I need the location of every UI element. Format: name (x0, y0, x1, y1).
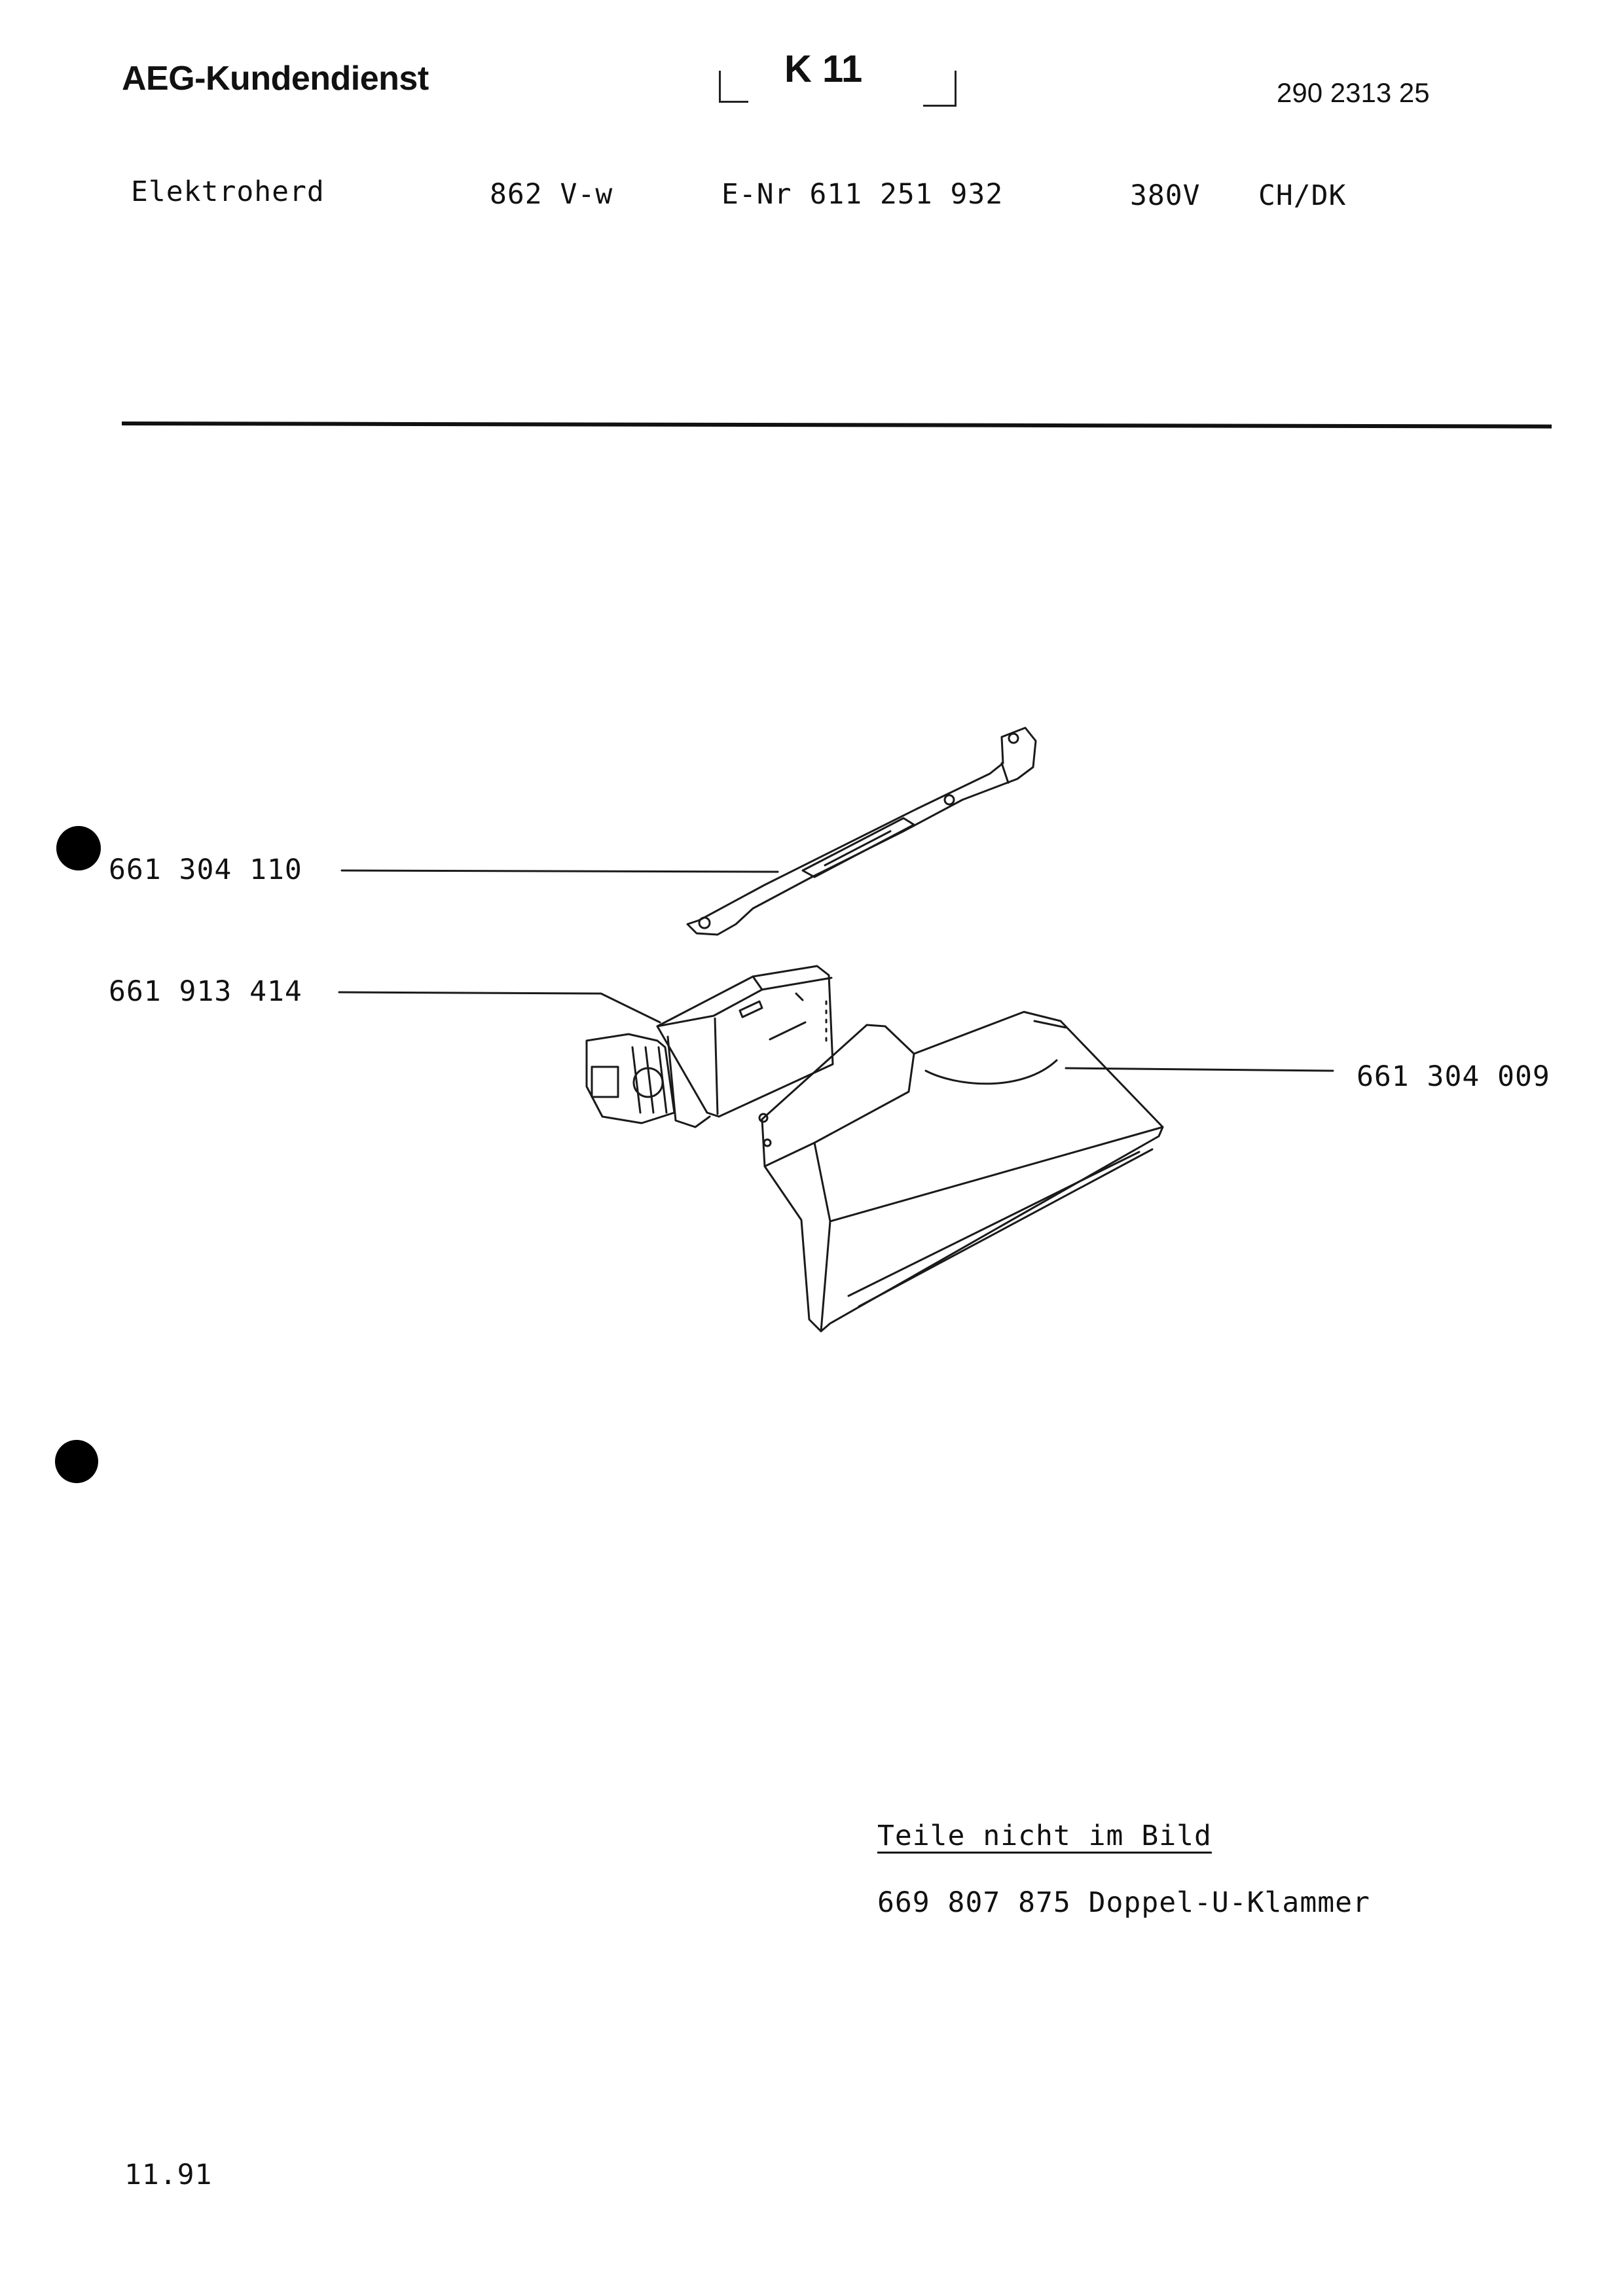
brand-title: AEG-Kundendienst (122, 60, 429, 98)
appliance-voltage: 380V (1130, 179, 1201, 212)
not-in-picture-item: 669 807 875 Doppel-U-Klammer (877, 1886, 1370, 1919)
bullet-dot (55, 1440, 98, 1483)
fan-motor-drawing (585, 965, 834, 1128)
bracket-left (719, 71, 748, 103)
appliance-model: 862 V-w (490, 178, 613, 211)
leader-line (338, 991, 661, 1024)
leader-line (1065, 1067, 1334, 1072)
appliance-type: Elektroherd (131, 175, 325, 208)
appliance-e-nr: E-Nr 611 251 932 (721, 178, 1004, 211)
duct-cover-drawing (758, 1011, 1164, 1333)
part-number-label: 661 304 110 (109, 853, 302, 886)
part-number-label: 661 913 414 (109, 975, 302, 1008)
leader-line (340, 869, 779, 873)
appliance-countries: CH/DK (1258, 179, 1347, 212)
document-number: 290 2313 25 (1277, 77, 1430, 108)
part-number-label: 661 304 009 (1357, 1060, 1550, 1093)
bracket-right (923, 71, 957, 107)
bullet-dot (56, 826, 101, 870)
sheet-code: K 11 (784, 48, 863, 90)
footer-date: 11.91 (124, 2159, 213, 2191)
not-in-picture-heading: Teile nicht im Bild (877, 1820, 1212, 1852)
mounting-bracket-drawing (686, 726, 1037, 936)
